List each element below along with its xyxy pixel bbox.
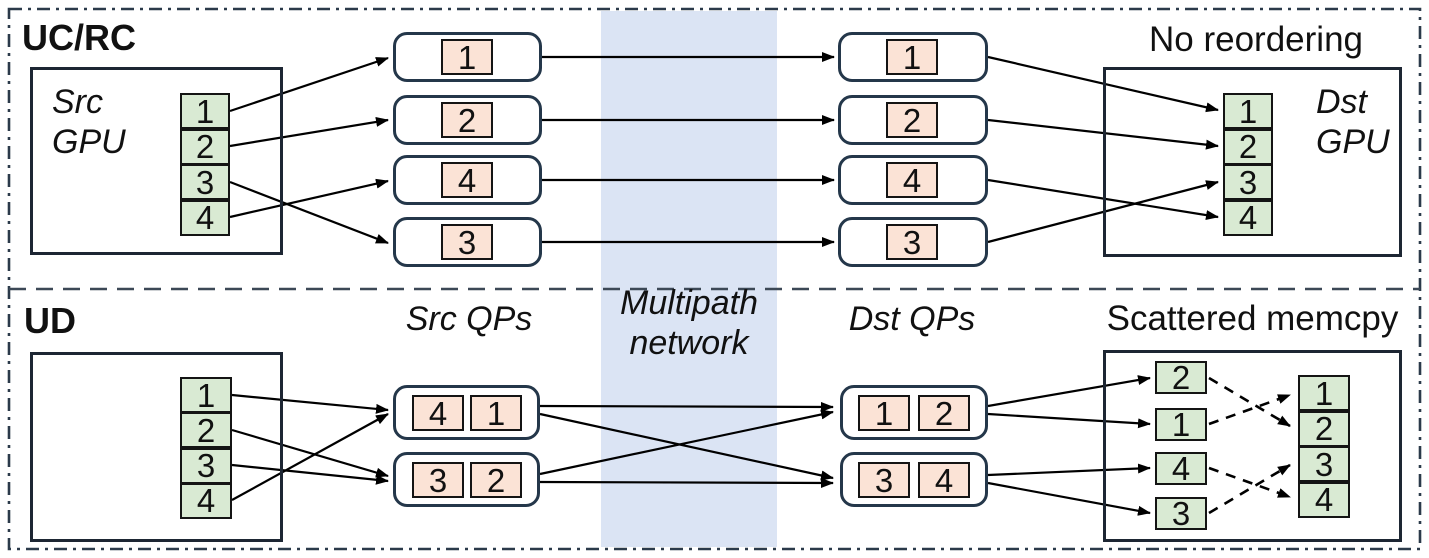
multipath-network-label-line2: network: [629, 324, 749, 362]
message-cell: 3: [441, 224, 493, 260]
message-cell: 2: [470, 462, 522, 498]
buffer-cell: 2: [1298, 410, 1350, 447]
buffer-cell: 4: [180, 482, 232, 519]
multipath-network-band: [601, 11, 777, 547]
message-cell: 4: [441, 162, 493, 198]
message-cell: 3: [886, 224, 938, 260]
scattered-cell: 2: [1155, 361, 1207, 394]
buffer-cell: 1: [1223, 93, 1273, 129]
buffer-cell: 3: [180, 164, 230, 200]
buffer-cell: 1: [1298, 375, 1350, 411]
scattered-memcpy-label: Scattered memcpy: [1106, 299, 1399, 338]
ud-scattered-memcpy-box: [1103, 350, 1402, 542]
scattered-cell: 1: [1155, 408, 1207, 441]
buffer-cell: 2: [1223, 128, 1273, 165]
multipath-network-label-line1: Multipath: [620, 284, 758, 322]
buffer-cell: 1: [180, 377, 232, 413]
scattered-cell: 4: [1155, 452, 1207, 485]
message-cell: 1: [886, 39, 938, 75]
dst-qps-label: Dst QPs: [848, 300, 976, 338]
buffer-cell: 3: [1298, 446, 1350, 482]
ud-src-buffer-box: [30, 352, 283, 542]
multipath-network-label: Multipath network: [601, 283, 777, 363]
ucrc-section-title: UC/RC: [22, 17, 136, 58]
buffer-cell: 2: [180, 412, 232, 449]
message-cell: 2: [918, 395, 970, 431]
buffer-cell: 4: [1223, 199, 1273, 236]
ud-section-title: UD: [24, 300, 76, 341]
buffer-cell: 2: [180, 128, 230, 165]
ucrc-src-gpu-label-line2: GPU: [52, 123, 126, 161]
buffer-cell: 3: [180, 447, 232, 484]
message-cell: 2: [441, 102, 493, 138]
ucrc-dst-gpu-label: Dst GPU: [1316, 82, 1390, 162]
buffer-cell: 1: [180, 93, 230, 129]
scattered-cell: 3: [1155, 497, 1207, 530]
src-qps-label: Src QPs: [405, 300, 533, 338]
message-cell: 3: [412, 462, 464, 498]
message-cell: 1: [470, 395, 522, 431]
message-cell: 4: [412, 395, 464, 431]
message-cell: 3: [858, 462, 910, 498]
ucrc-src-gpu-label: Src GPU: [52, 82, 126, 162]
message-cell: 1: [858, 395, 910, 431]
buffer-cell: 3: [1223, 164, 1273, 200]
buffer-cell: 4: [1298, 481, 1350, 518]
message-cell: 1: [441, 39, 493, 75]
ucrc-dst-gpu-label-line1: Dst: [1316, 83, 1367, 121]
message-cell: 4: [886, 162, 938, 198]
message-cell: 4: [918, 462, 970, 498]
no-reordering-label: No reordering: [1149, 20, 1363, 59]
ucrc-dst-gpu-label-line2: GPU: [1316, 123, 1390, 161]
message-cell: 2: [886, 102, 938, 138]
ucrc-src-gpu-label-line1: Src: [52, 83, 103, 121]
buffer-cell: 4: [180, 199, 230, 236]
